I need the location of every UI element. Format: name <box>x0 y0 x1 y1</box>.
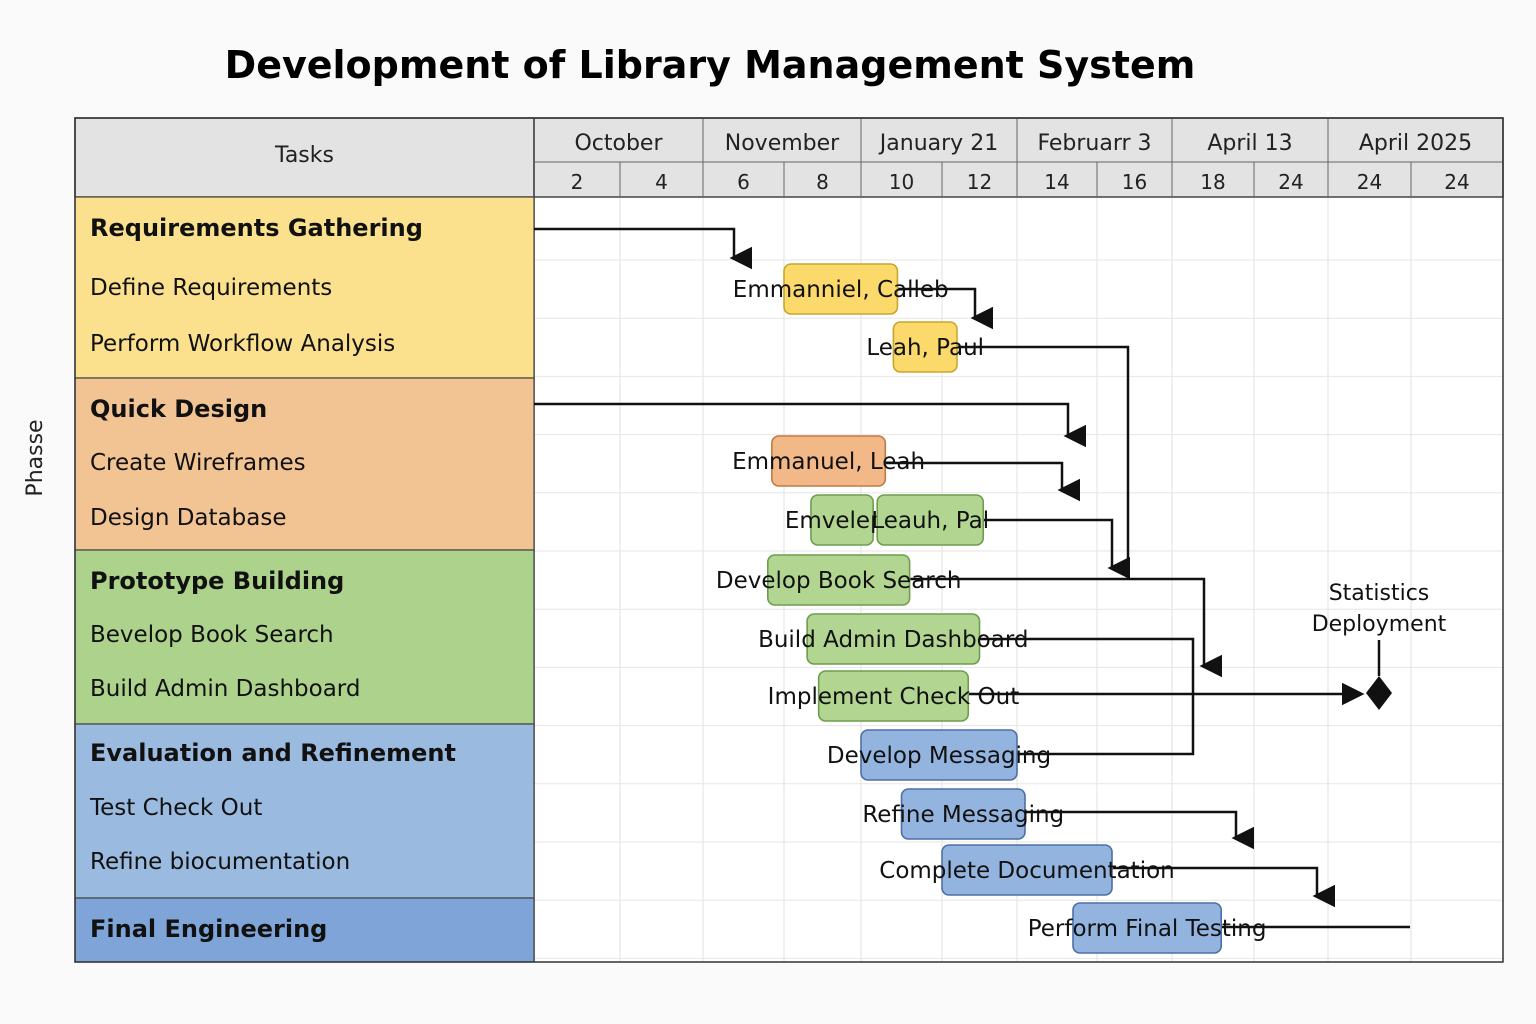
phase-name: Requirements Gathering <box>90 214 423 242</box>
task-bar-label: Develop Book Search <box>716 568 962 594</box>
task-bar[interactable] <box>1072 902 1222 954</box>
task-bar[interactable] <box>941 844 1113 896</box>
month-label: January 21 <box>878 131 998 156</box>
task-bar-label: Develop Messaging <box>827 743 1051 769</box>
task-name: Bevelop Book Search <box>90 622 334 648</box>
tick-label: 2 <box>571 170 584 194</box>
tick-label: 18 <box>1200 170 1225 194</box>
month-label: April 13 <box>1207 131 1292 156</box>
task-bar[interactable] <box>860 729 1018 781</box>
task-name: Design Database <box>90 505 286 531</box>
task-bar[interactable] <box>892 321 958 373</box>
month-label: November <box>725 131 840 156</box>
task-bar[interactable] <box>817 670 970 722</box>
milestone-label: Statistics <box>1329 581 1430 606</box>
tick-label: 24 <box>1278 170 1303 194</box>
task-bar-label: Implement Check Out <box>768 684 1020 710</box>
task-bar-label: Build Admin Dashboard <box>758 627 1028 653</box>
task-bar[interactable] <box>771 435 887 487</box>
task-bar-label: Complete Documentation <box>879 858 1174 884</box>
task-bar-label: Emmanniel, Calleb <box>733 277 949 303</box>
dependency-arrow <box>1112 866 1335 908</box>
chart-title: Development of Library Management System <box>225 43 1196 87</box>
dependency-arrows <box>534 227 1410 929</box>
dependency-arrow <box>957 345 1130 578</box>
month-label: Februarr 3 <box>1037 131 1151 156</box>
tick-label: 8 <box>816 170 829 194</box>
phase-name: Prototype Building <box>90 567 344 595</box>
phase-band <box>74 897 535 963</box>
dependency-arrow <box>885 461 1080 502</box>
task-bar-label: Leauh, Pal <box>871 508 989 534</box>
dependency-arrow <box>1025 810 1254 850</box>
tick-label: 24 <box>1444 170 1469 194</box>
task-bar-label: Perform Final Testing <box>1028 916 1267 942</box>
phase-band <box>74 549 535 725</box>
dependency-arrow <box>534 402 1086 448</box>
task-name: Define Requirements <box>90 275 332 301</box>
task-bar[interactable] <box>783 263 899 315</box>
dependency-arrow <box>897 287 993 330</box>
task-bar-label: Emmanuel, Leah <box>732 449 925 475</box>
task-name: Refine biocumentation <box>90 849 350 875</box>
tick-label: 16 <box>1122 170 1147 194</box>
month-label: October <box>574 131 663 156</box>
phase-name: Quick Design <box>90 395 267 423</box>
phase-name: Final Engineering <box>90 915 327 943</box>
phase-band <box>74 723 535 899</box>
task-bar[interactable] <box>766 554 911 606</box>
dependency-arrow <box>979 637 1195 756</box>
dependency-arrow <box>983 518 1130 580</box>
task-name: Create Wireframes <box>90 450 306 476</box>
tick-label: 4 <box>655 170 668 194</box>
task-bar-label: Refine Messaging <box>862 802 1064 828</box>
tick-label: 24 <box>1357 170 1382 194</box>
tick-label: 6 <box>737 170 750 194</box>
task-bar-label: Leah, Paul <box>866 335 984 361</box>
chart-frame <box>74 117 1504 963</box>
milestone-label: Deployment <box>1312 612 1447 637</box>
task-bar[interactable] <box>806 613 981 665</box>
task-bar[interactable] <box>900 788 1026 840</box>
task-name: Build Admin Dashboard <box>90 676 360 702</box>
phase-band <box>74 196 535 379</box>
phase-name: Evaluation and Refinement <box>90 739 456 767</box>
y-axis-label: Phasse <box>23 419 48 496</box>
dependency-arrow <box>534 227 752 270</box>
task-bar[interactable] <box>876 494 985 546</box>
milestone-diamond-icon[interactable] <box>1366 676 1392 710</box>
task-bar[interactable] <box>810 494 874 546</box>
tick-label: 10 <box>889 170 914 194</box>
tick-label: 12 <box>967 170 992 194</box>
tasks-header: Tasks <box>274 143 334 168</box>
task-name: Test Check Out <box>89 795 262 821</box>
task-name: Perform Workflow Analysis <box>90 331 395 357</box>
month-label: April 2025 <box>1359 131 1472 156</box>
tick-label: 14 <box>1044 170 1069 194</box>
phase-band <box>74 377 535 551</box>
timeline-header: Tasks October November January 21 Februarr 3… <box>74 117 1504 962</box>
dependency-arrow <box>909 577 1222 678</box>
